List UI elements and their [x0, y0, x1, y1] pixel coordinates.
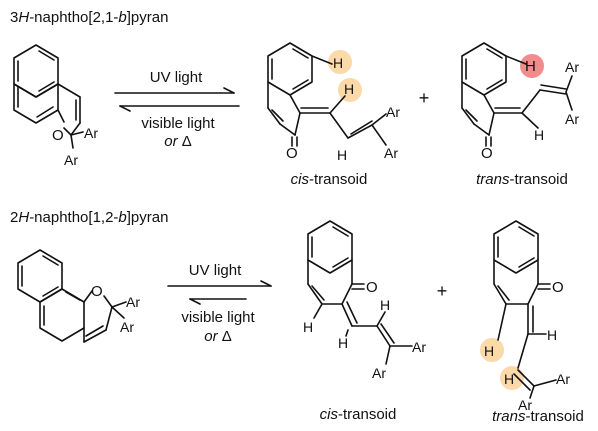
- scheme-2-title: 2H-naphtho[1,2-b]pyran: [10, 209, 168, 226]
- atom-ar-reactant-2b: Ar: [120, 319, 134, 335]
- label-trans-transoid-1: trans-transoid: [476, 171, 568, 188]
- product-trans-transoid-1: O H H Ar Ar: [461, 42, 579, 162]
- equilibrium-arrows-1: [114, 87, 240, 112]
- product-cis-transoid-1: O H H H Ar Ar: [267, 42, 400, 163]
- reagent-visible-1: visible light: [141, 115, 215, 132]
- atom-ar-trans-1b: Ar: [565, 111, 579, 127]
- highlight-h-ring-trans2: [480, 338, 504, 362]
- atom-h-peri-trans-1: H: [525, 58, 536, 75]
- scheme-1-title: 3H-naphtho[2,1-b]pyran: [10, 9, 168, 26]
- atom-h-ring-trans-2: H: [484, 343, 494, 359]
- atom-ar-cis-2a: Ar: [412, 339, 426, 355]
- atom-h-chain-trans-1: H: [534, 127, 544, 143]
- atom-h-vinyl-trans-2: H: [504, 371, 514, 387]
- atom-o-trans-1: O: [481, 145, 493, 162]
- atom-ar-trans-1a: Ar: [565, 59, 579, 75]
- reagent-or-delta-1: or Δ: [164, 133, 192, 150]
- reagent-visible-2: visible light: [181, 309, 255, 326]
- product-trans-transoid-2: O H H H Ar Ar: [484, 220, 570, 413]
- atom-h-chain-cis-2: H: [380, 297, 390, 313]
- reagent-uv-1: UV light: [150, 69, 203, 86]
- atom-h-chain-cis-1: H: [337, 147, 347, 163]
- atom-h-vinyl-cis-1: H: [344, 81, 354, 97]
- atom-ar-trans-2a: Ar: [556, 371, 570, 387]
- atom-ar-cis-2b: Ar: [372, 365, 386, 381]
- atom-o-reactant-1: O: [52, 127, 64, 144]
- reagent-or-delta-2: or Δ: [204, 328, 232, 345]
- atom-ar-cis-1a: Ar: [386, 104, 400, 120]
- reactant-3h-naphthopyran: O Ar Ar: [13, 44, 98, 168]
- atom-ar-cis-1b: Ar: [384, 145, 398, 161]
- highlight-h-peri-cis: [328, 50, 352, 74]
- atom-h-vinyl-cis-2: H: [338, 335, 348, 351]
- label-cis-transoid-1: cis-transoid: [291, 171, 368, 188]
- plus-sign-1: +: [419, 88, 430, 108]
- atom-h-ring-cis-2: H: [303, 319, 313, 335]
- atom-ar-reactant-1b: Ar: [64, 152, 78, 168]
- product-cis-transoid-2: O H H H Ar Ar: [303, 220, 426, 381]
- equilibrium-arrows-2: [167, 280, 272, 305]
- atom-o-trans-2: O: [552, 279, 564, 296]
- atom-ar-reactant-2a: Ar: [126, 294, 140, 310]
- atom-o-cis-2: O: [366, 279, 378, 296]
- highlight-h-peri-trans: [520, 54, 544, 78]
- atom-o-reactant-2: O: [91, 283, 103, 300]
- highlight-h-vinyl-trans2: [500, 366, 524, 390]
- reagent-uv-2: UV light: [189, 262, 242, 279]
- atom-ar-trans-2b: Ar: [518, 397, 532, 413]
- atom-o-cis-1: O: [286, 145, 298, 162]
- label-trans-transoid-2: trans-transoid: [492, 408, 584, 425]
- reactant-2h-naphthopyran: O Ar Ar: [17, 249, 140, 343]
- atom-h-peri-cis-1: H: [333, 55, 343, 71]
- atom-ar-reactant-1a: Ar: [84, 125, 98, 141]
- plus-sign-2: +: [437, 281, 448, 301]
- atom-h-exo-trans-2: H: [547, 327, 557, 343]
- label-cis-transoid-2: cis-transoid: [320, 406, 397, 423]
